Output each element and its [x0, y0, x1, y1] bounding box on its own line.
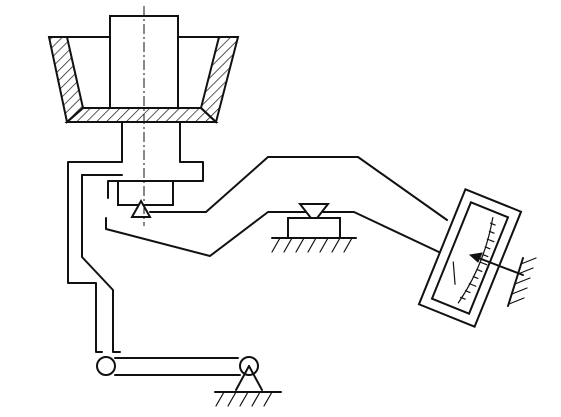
pivot-knife-edge-icon: [130, 198, 152, 218]
hopper-right-wall: [199, 36, 240, 124]
pivot-block: [117, 180, 174, 206]
dial-gauge: [417, 187, 523, 329]
fulcrum-knife-edge-icon: [297, 203, 331, 224]
ground-pivot-support: [214, 365, 282, 407]
base-link: [96, 356, 259, 376]
hopper: [47, 36, 240, 124]
lever-arm-lower: [105, 211, 442, 257]
wall-mount: [507, 257, 537, 307]
gauge-scale-ticks: [459, 222, 496, 300]
fulcrum-block: [287, 217, 341, 239]
fulcrum-support: [271, 203, 357, 253]
fulcrum-ground-hatch: [271, 237, 353, 253]
column-body: [67, 121, 123, 353]
left-pin-joint-icon: [96, 356, 116, 376]
wall-line: [507, 257, 524, 307]
support-left-leg: [235, 365, 250, 391]
support-right-leg: [248, 365, 263, 391]
hopper-bottom: [64, 107, 219, 123]
hopper-left-wall: [47, 36, 85, 124]
support-ground-hatch: [215, 391, 273, 407]
lever-arm-upper: [149, 156, 448, 221]
column-inner-arm: [81, 174, 121, 353]
gauge-inner-frame: [430, 200, 510, 316]
column-inner: [107, 121, 204, 199]
gauge-needle: [452, 261, 456, 285]
wall-hatch: [508, 257, 537, 305]
pointer-arrow-icon: [468, 252, 524, 276]
